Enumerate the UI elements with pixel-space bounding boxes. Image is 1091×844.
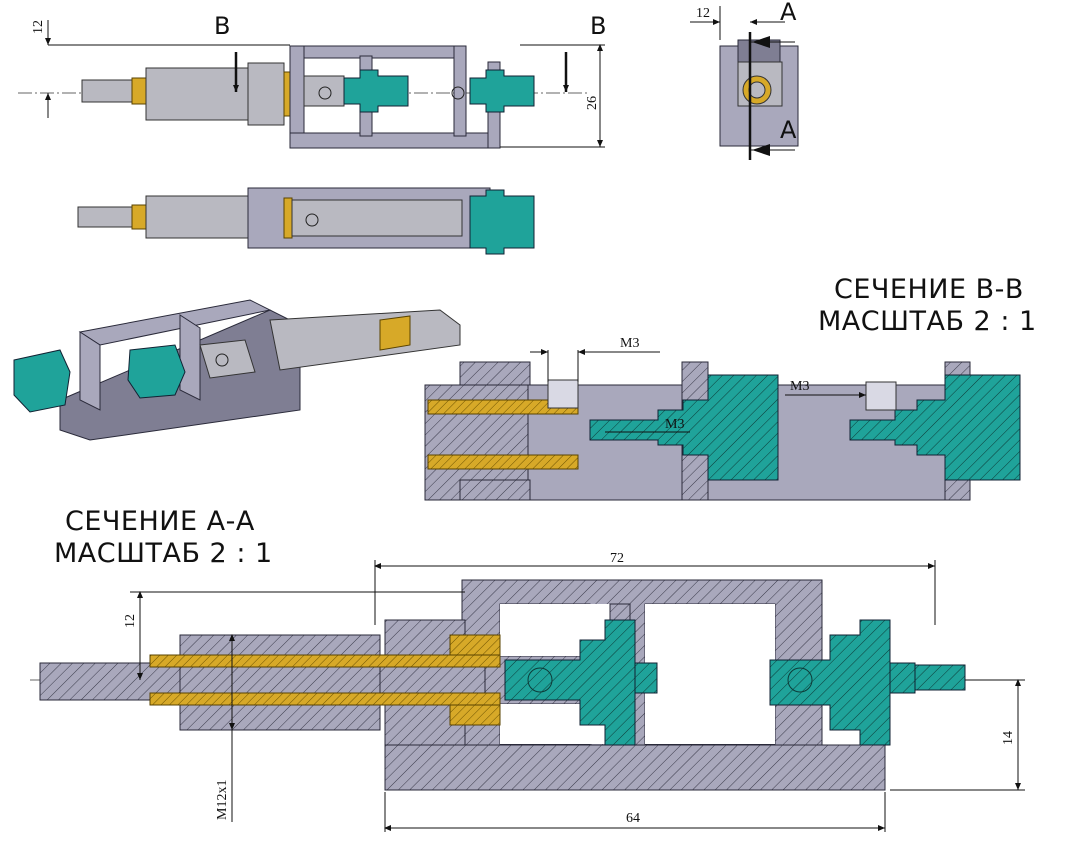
dim-12-end: 12 — [696, 6, 710, 21]
section-a-a: СЕЧЕНИЕ А-А МАСШТАБ 2 : 1 72 64 — [30, 506, 1025, 832]
cut-label-a-top: А — [780, 0, 797, 26]
isometric-view — [13, 299, 461, 441]
cut-label-b-right: В — [590, 12, 606, 40]
dim-12-aa: 12 — [123, 614, 138, 628]
section-b-b-scale: МАСШТАБ 2 : 1 — [818, 306, 1037, 337]
dim-14: 14 — [1001, 731, 1016, 745]
dim-72: 72 — [610, 551, 624, 566]
section-a-a-scale: МАСШТАБ 2 : 1 — [54, 538, 273, 569]
dim-m12x1: M12x1 — [215, 780, 230, 820]
front-view — [77, 187, 535, 255]
section-b-b-title: СЕЧЕНИЕ В-В — [834, 274, 1024, 305]
top-side-view: 12 26 В В — [18, 12, 606, 149]
dim-m3-mid: M3 — [665, 417, 684, 432]
dim-12-top: 12 — [31, 20, 46, 34]
cut-label-b-left: В — [214, 12, 230, 40]
dim-64: 64 — [626, 811, 640, 826]
dim-26-top: 26 — [585, 96, 600, 110]
dim-m3-left: M3 — [620, 336, 639, 351]
end-view: А А 12 — [690, 0, 799, 160]
dim-m3-right: M3 — [790, 379, 809, 394]
section-b-b: СЕЧЕНИЕ В-В МАСШТАБ 2 : 1 M3 M3 M3 — [424, 274, 1037, 501]
cut-label-a-bottom: А — [780, 116, 797, 144]
section-a-a-title: СЕЧЕНИЕ А-А — [65, 506, 255, 537]
